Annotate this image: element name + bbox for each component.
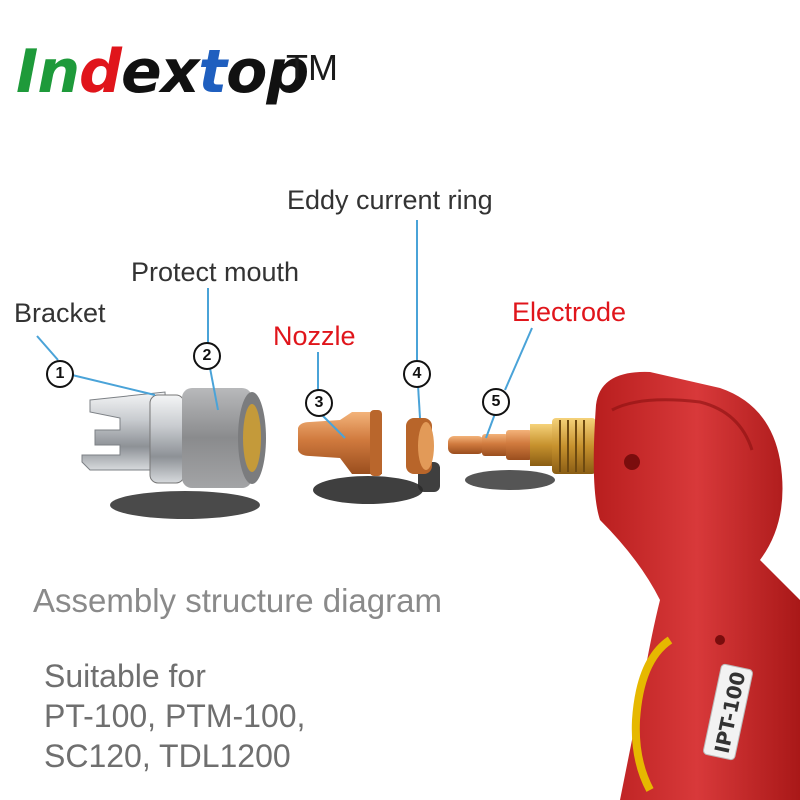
brand-letter: e xyxy=(121,37,162,107)
nozzle-part xyxy=(298,410,382,476)
suitable-line-3: SC120, TDL1200 xyxy=(44,738,291,774)
marker-2: 2 xyxy=(193,342,221,370)
marker-3: 3 xyxy=(305,389,333,417)
marker-5: 5 xyxy=(482,388,510,416)
part-shadows xyxy=(110,462,555,519)
label-protect-mouth: Protect mouth xyxy=(131,257,300,287)
suitable-line-1: Suitable for xyxy=(44,658,206,694)
label-nozzle: Nozzle xyxy=(273,321,356,351)
label-eddy-current-ring: Eddy current ring xyxy=(287,185,493,215)
marker-4: 4 xyxy=(403,360,431,388)
marker-1: 1 xyxy=(46,360,74,388)
brand-letter: I xyxy=(16,37,38,107)
suitable-line-2: PT-100, PTM-100, xyxy=(44,698,306,734)
brand-logo: Indextop xyxy=(16,42,309,102)
bracket-part xyxy=(81,391,185,484)
brand-letter: x xyxy=(160,37,200,107)
brand-letter: p xyxy=(266,37,309,107)
brand-letter: n xyxy=(37,37,80,107)
torch-body: IPT-100 xyxy=(530,371,800,800)
brand-letter: d xyxy=(79,37,122,107)
brand-letter: o xyxy=(226,37,267,107)
brand-letter: t xyxy=(198,37,227,107)
electrode-part xyxy=(448,430,532,460)
label-bracket: Bracket xyxy=(14,298,106,328)
trademark-symbol: TM xyxy=(286,47,338,88)
label-electrode: Electrode xyxy=(512,297,627,327)
protect-mouth-part xyxy=(182,388,266,488)
eddy-ring-part xyxy=(406,418,434,474)
diagram-caption: Assembly structure diagram xyxy=(33,582,442,619)
